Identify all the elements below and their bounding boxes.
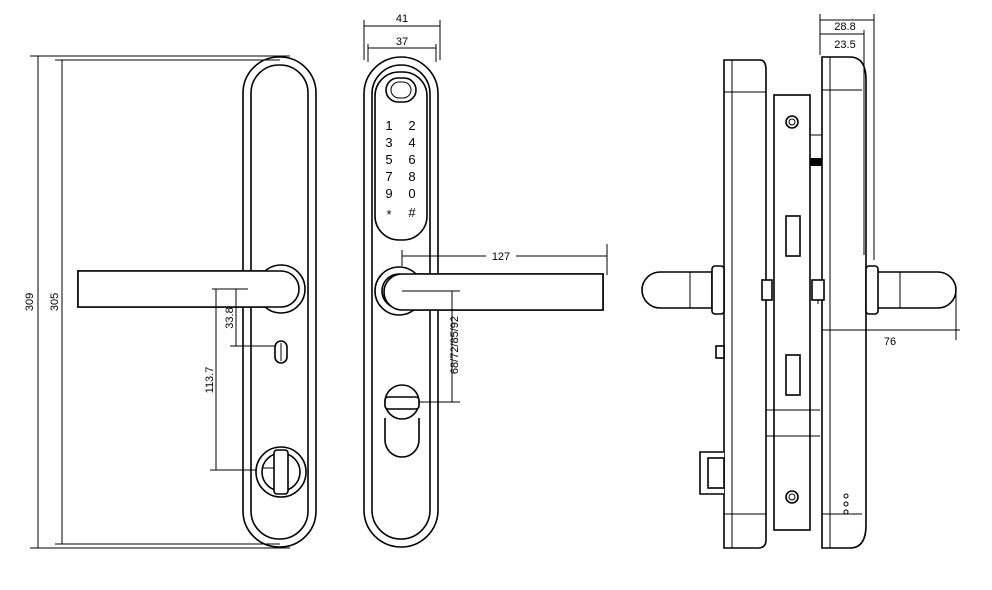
key-0[interactable]: 0 bbox=[408, 186, 415, 201]
key-9[interactable]: 9 bbox=[385, 186, 392, 201]
dim-backsets: 68/72/85/92 bbox=[449, 316, 461, 374]
mortise-screw-top bbox=[785, 115, 799, 129]
mortise-latch bbox=[785, 215, 801, 257]
side-left-lever bbox=[641, 271, 713, 309]
side-right-lever bbox=[876, 271, 957, 309]
dim-width-inner: 37 bbox=[396, 36, 408, 48]
key-5[interactable]: 5 bbox=[385, 152, 392, 167]
dim-height-inner: 305 bbox=[49, 293, 61, 311]
key-star[interactable]: * bbox=[386, 207, 391, 222]
key-3[interactable]: 3 bbox=[385, 135, 392, 150]
key-8[interactable]: 8 bbox=[408, 169, 415, 184]
front-view: 309 305 33.8 113.7 bbox=[24, 55, 317, 549]
dim-handle-projection: 76 bbox=[884, 336, 896, 348]
mortise-screw-bottom bbox=[785, 490, 799, 504]
dim-top-inner: 23.5 bbox=[834, 39, 855, 51]
dim-handle-offset: 33.8 bbox=[224, 307, 236, 328]
mortise-faceplate bbox=[773, 94, 811, 531]
key-6[interactable]: 6 bbox=[408, 152, 415, 167]
keypad-panel bbox=[374, 71, 428, 241]
dim-top-outer: 28.8 bbox=[834, 21, 855, 33]
side-left-plate bbox=[723, 59, 767, 549]
key-hash[interactable]: # bbox=[408, 205, 416, 220]
keypad-keys: 1 2 3 4 5 6 7 8 9 0 * # bbox=[385, 118, 416, 222]
key-4[interactable]: 4 bbox=[408, 135, 415, 150]
dim-handle-length: 127 bbox=[492, 251, 510, 263]
fingerprint-sensor bbox=[385, 77, 417, 103]
keypad-view: 41 37 1 2 3 4 5 6 7 8 9 0 * # 127 bbox=[363, 13, 608, 548]
dim-width-outer: 41 bbox=[396, 13, 408, 25]
key-2[interactable]: 2 bbox=[408, 118, 415, 133]
mortise-deadbolt bbox=[785, 354, 801, 396]
key-1[interactable]: 1 bbox=[385, 118, 392, 133]
front-thumb-turn-bar bbox=[273, 449, 289, 495]
key-7[interactable]: 7 bbox=[385, 169, 392, 184]
side-right-plate bbox=[821, 56, 867, 549]
side-view: 28.8 23.5 bbox=[641, 14, 960, 549]
dim-height-outer: 309 bbox=[24, 293, 36, 311]
keypad-cylinder-slot bbox=[384, 418, 420, 458]
dim-spindle-cylinder: 113.7 bbox=[204, 367, 216, 394]
